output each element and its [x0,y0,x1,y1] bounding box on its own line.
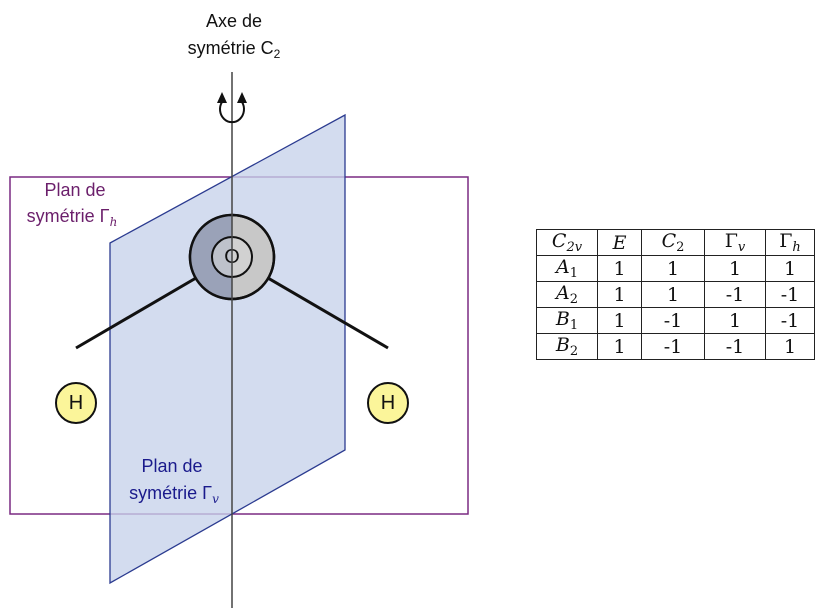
hydrogen-left-label: H [69,392,83,414]
table-row: A2 1 1 -1 -1 [536,281,815,308]
table-cell: 1 [597,307,642,334]
plane-h-label-line2: symétrie Γh [27,206,118,229]
table-cell: 1 [704,255,766,282]
table-cell: -1 [641,307,705,334]
table-cell: 1 [641,281,705,308]
table-cell: 1 [704,307,766,334]
plane-h-label-line1: Plan de [44,180,105,200]
hydrogen-atom-left: H [55,382,97,424]
table-cell: 1 [765,255,815,282]
axis-label-line1: Axe de [206,11,262,31]
row-label: B2 [536,333,598,360]
header-group: C2v [536,229,598,256]
row-label: A1 [536,255,598,282]
rotation-arrow-icon [217,92,247,124]
table-header-row: C2v E C2 Γv Γh [536,229,815,256]
table-cell: -1 [765,307,815,334]
table-cell: 1 [597,255,642,282]
axis-label-line2: symétrie C2 [188,38,281,61]
plane-v-label-line2: symétrie Γv [129,483,219,506]
table-cell: 1 [597,281,642,308]
plane-v-parallelogram [109,113,346,585]
header-identity: E [597,229,642,256]
table-row: A1 1 1 1 1 [536,255,815,282]
plane-v-label-line1: Plan de [141,456,202,476]
table-cell: 1 [765,333,815,360]
character-table: C2v E C2 Γv Γh A1 1 1 1 1 A2 1 1 -1 -1 B… [536,229,815,360]
table-row: B1 1 -1 1 -1 [536,307,815,334]
header-rotation: C2 [641,229,705,256]
hydrogen-atom-right: H [367,382,409,424]
hydrogen-right-label: H [381,392,395,414]
table-cell: -1 [641,333,705,360]
table-cell: 1 [641,255,705,282]
row-label: A2 [536,281,598,308]
table-cell: 1 [597,333,642,360]
table-cell: -1 [765,281,815,308]
header-plane-h: Γh [765,229,815,256]
row-label: B1 [536,307,598,334]
table-cell: -1 [704,281,766,308]
header-plane-v: Γv [704,229,766,256]
table-cell: -1 [704,333,766,360]
table-row: B2 1 -1 -1 1 [536,333,815,360]
